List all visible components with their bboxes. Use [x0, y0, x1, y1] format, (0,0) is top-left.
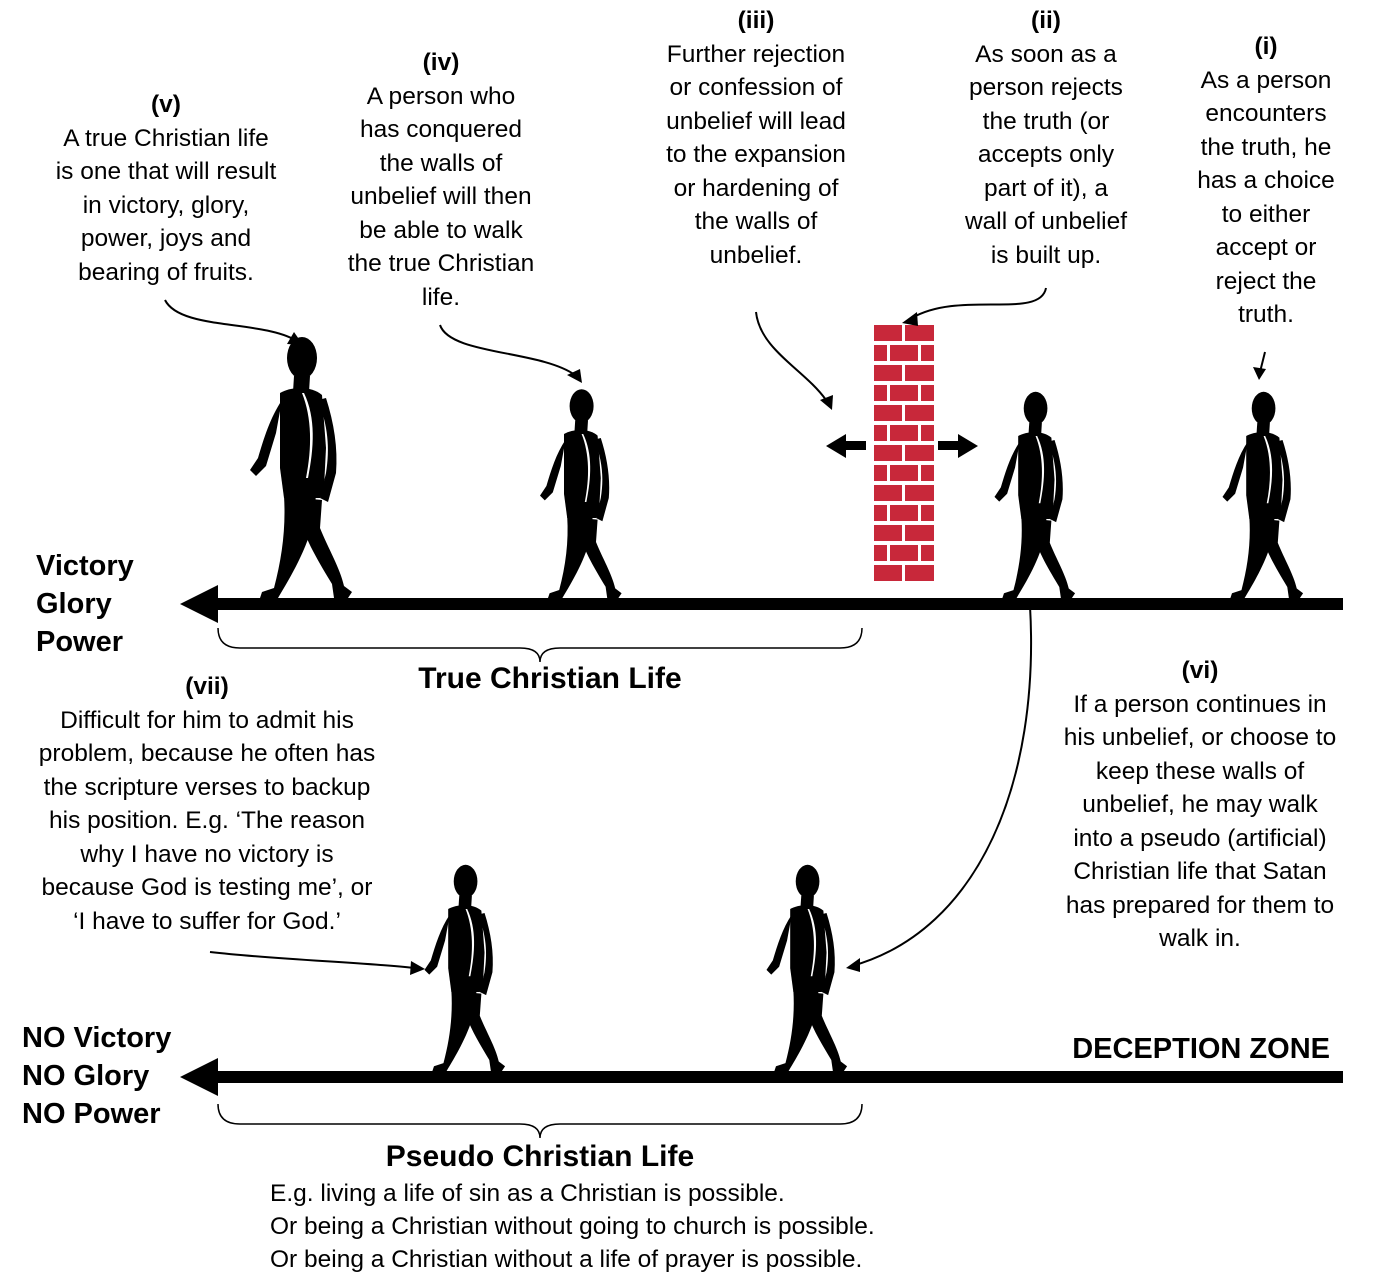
deception-zone-label: DECEPTION ZONE [1072, 1033, 1330, 1065]
note-v-text: A true Christian life is one that will r… [55, 124, 277, 286]
note-vii-text: Difficult for him to admit his problem, … [38, 706, 376, 935]
note-iv-number: (iv) [422, 49, 460, 76]
note-vii: (vii) Difficult for him to admit his pro… [0, 670, 414, 938]
wall-brick [874, 565, 902, 581]
wall-brick [905, 565, 934, 581]
lower-timeline-arrow [180, 1058, 1343, 1096]
wall-brick [874, 405, 902, 421]
wall-brick [874, 485, 902, 501]
wall-brick [905, 445, 934, 461]
wall-brick [905, 325, 934, 341]
wall-expansion-arrows [826, 434, 978, 458]
wall-brick [874, 545, 887, 561]
note-ii: (ii) As soon as a person rejects the tru… [936, 4, 1156, 272]
wall-brick [874, 365, 902, 381]
wall-brick [905, 405, 934, 421]
pointer-arrow-vii [209, 951, 415, 969]
wall-brick [921, 345, 934, 361]
wall-brick [874, 385, 887, 401]
wall-brick [890, 425, 918, 441]
wall-of-unbelief [873, 323, 935, 598]
pointer-arrow-iii [755, 311, 827, 401]
wall-brick [890, 505, 918, 521]
wall-brick [890, 385, 918, 401]
wall-brick [921, 545, 934, 561]
no-victory-glory-power-label: NO Victory NO Glory NO Power [22, 1022, 172, 1130]
wall-brick [921, 425, 934, 441]
walker-figure-iv [540, 389, 622, 598]
wall-brick [874, 525, 902, 541]
wall-brick [890, 465, 918, 481]
pseudo-life-brace [217, 1103, 863, 1139]
note-i-number: (i) [1254, 33, 1278, 60]
wall-brick [921, 465, 934, 481]
true-life-brace [217, 627, 863, 663]
wall-brick [921, 385, 934, 401]
wall-brick [874, 345, 887, 361]
victory-glory-power-label: Victory Glory Power [36, 550, 134, 658]
upper-timeline-arrow [180, 585, 1343, 623]
pseudo-christian-life-title: Pseudo Christian Life [385, 1140, 695, 1173]
pointer-arrow-ii [911, 287, 1047, 319]
wall-brick [921, 505, 934, 521]
pointer-arrow-iv [439, 324, 576, 376]
note-iv-text: A person who has conquered the walls of … [347, 82, 535, 311]
wall-brick [890, 545, 918, 561]
pseudo-life-examples: E.g. living a life of sin as a Christian… [270, 1180, 875, 1273]
wall-brick [905, 485, 934, 501]
pointer-arrow-v [164, 299, 296, 341]
note-iv: (iv) A person who has conquered the wall… [318, 46, 564, 314]
note-iii: (iii) Further rejection or confession of… [636, 4, 876, 272]
wall-brick [874, 465, 887, 481]
wall-brick [874, 425, 887, 441]
note-iii-text: Further rejection or confession of unbel… [666, 40, 846, 269]
pointer-arrow-vi [851, 605, 1032, 967]
note-vii-number: (vii) [185, 673, 229, 700]
note-v-number: (v) [151, 91, 181, 118]
note-v: (v) A true Christian life is one that wi… [18, 88, 314, 289]
wall-brick [890, 345, 918, 361]
note-vi: (vi) If a person continues in his unbeli… [1030, 654, 1370, 956]
note-vi-text: If a person continues in his unbelief, o… [1063, 690, 1337, 953]
true-christian-life-title: True Christian Life [418, 662, 682, 695]
walker-figure-vi [766, 864, 848, 1071]
walker-figure-i [1222, 391, 1304, 598]
note-ii-number: (ii) [1031, 7, 1061, 34]
wall-brick [874, 445, 902, 461]
wall-brick [874, 325, 902, 341]
note-i-text: As a person encounters the truth, he has… [1197, 66, 1335, 329]
walker-figure-vii [424, 864, 506, 1071]
note-ii-text: As soon as a person rejects the truth (o… [964, 40, 1128, 269]
walker-figure-v [250, 337, 352, 598]
wall-brick [874, 505, 887, 521]
wall-brick [905, 365, 934, 381]
wall-brick [905, 525, 934, 541]
note-iii-number: (iii) [737, 7, 775, 34]
note-i: (i) As a person encounters the truth, he… [1168, 30, 1364, 332]
note-vi-number: (vi) [1181, 657, 1219, 684]
walker-figure-ii [994, 391, 1076, 598]
